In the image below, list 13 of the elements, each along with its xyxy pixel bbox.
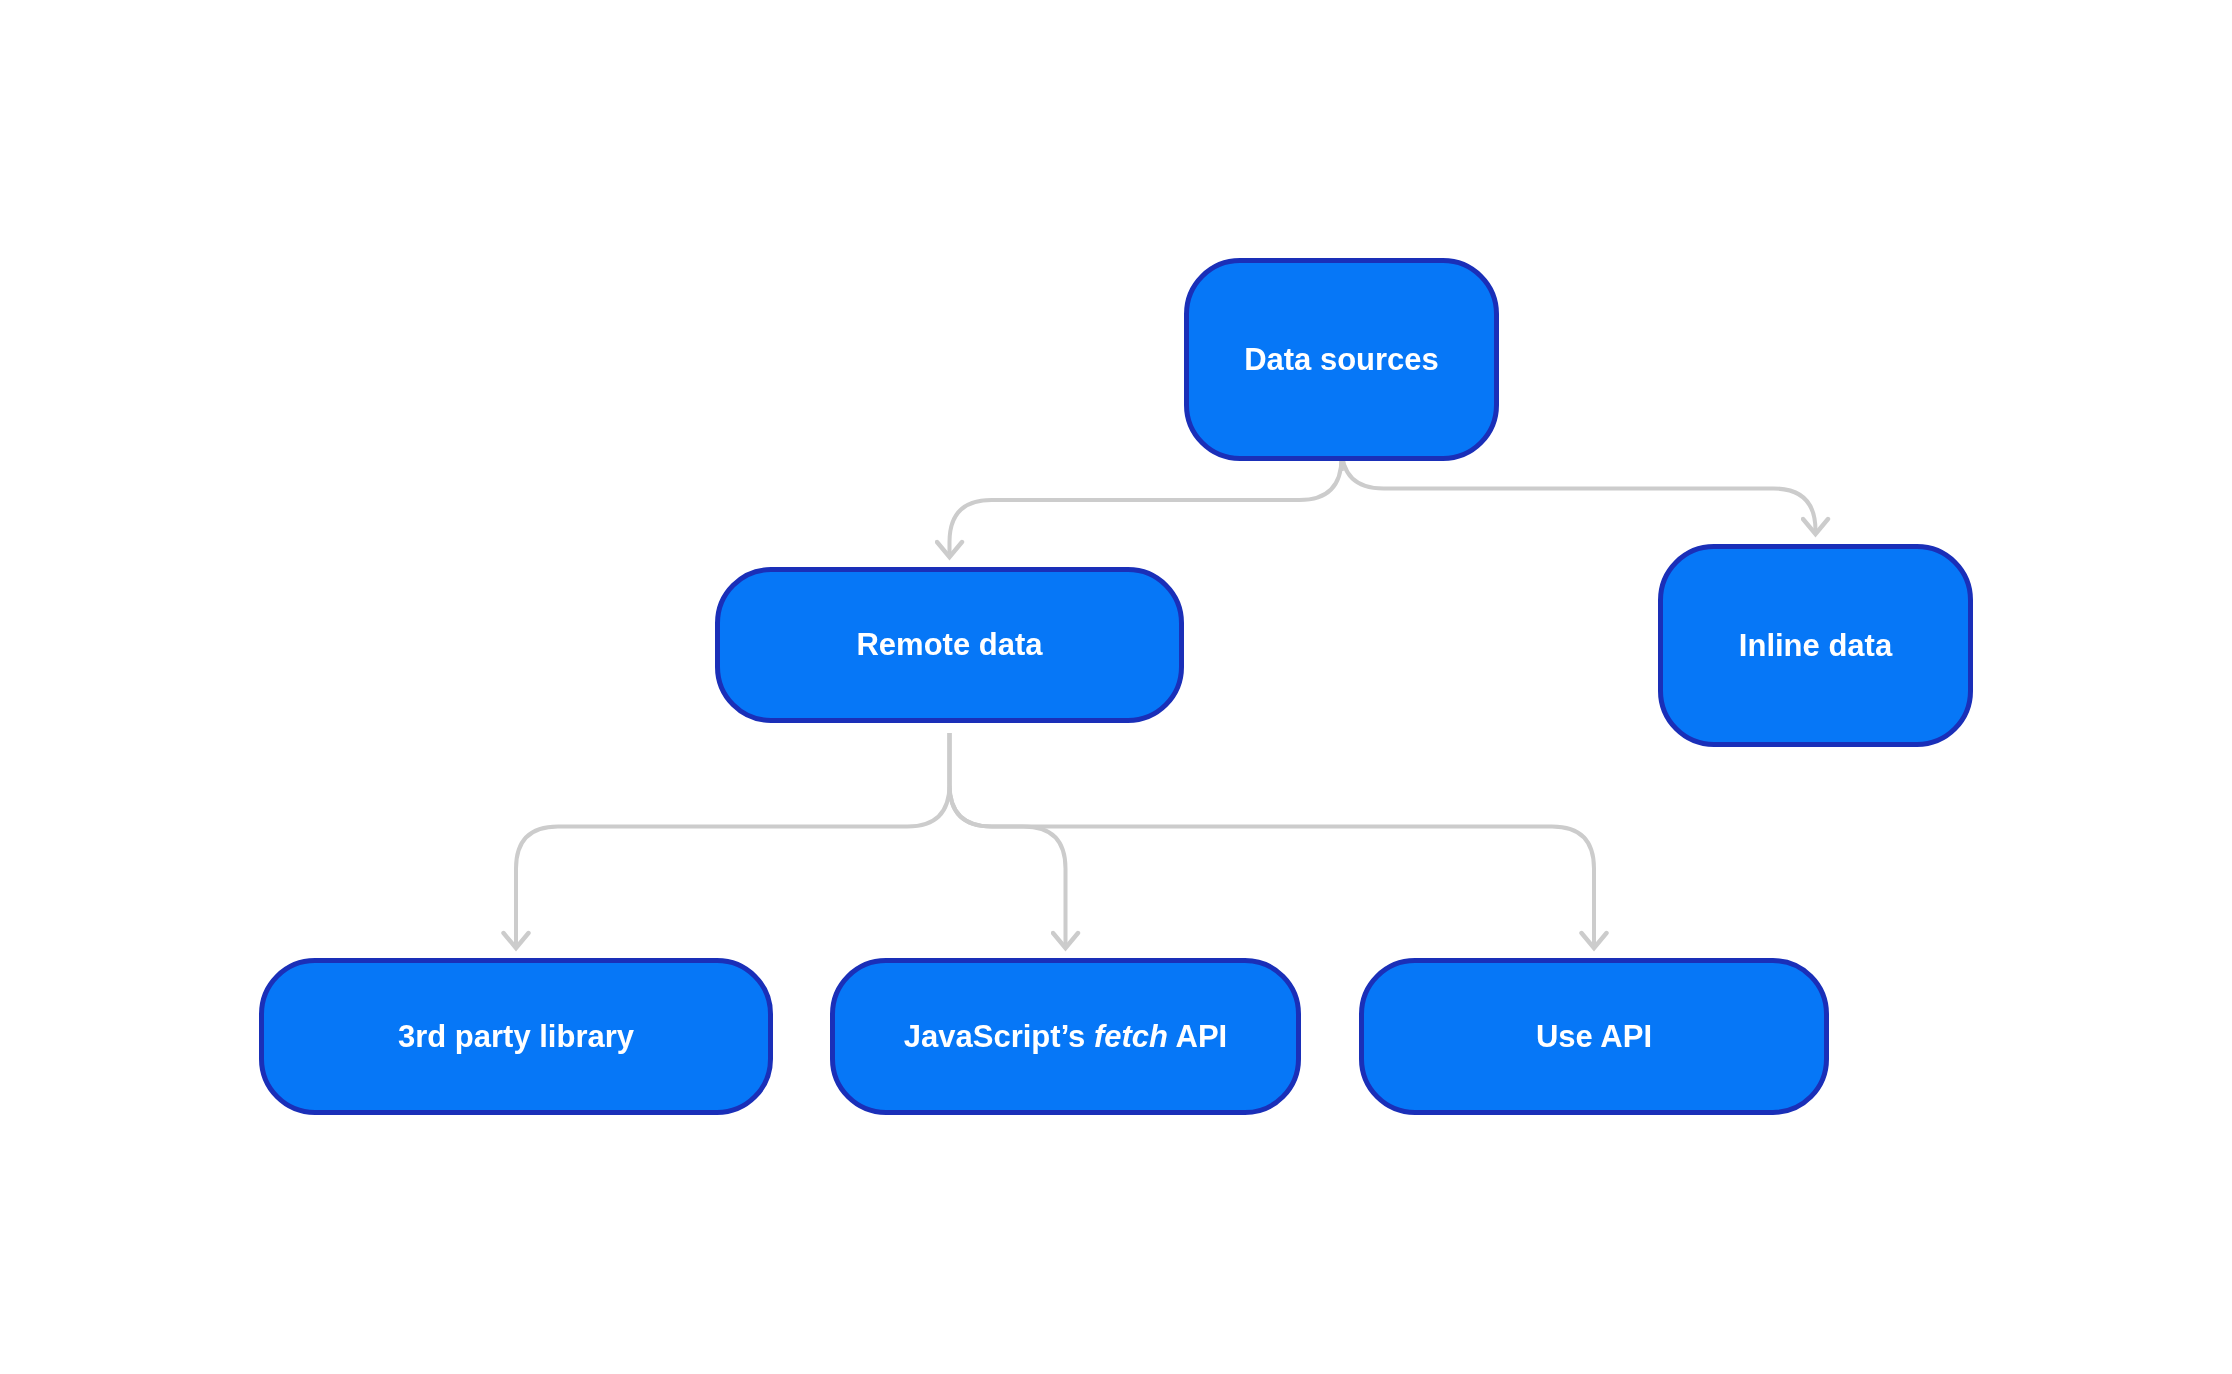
box-label: 3rd party library [397, 1017, 634, 1056]
process-box [1658, 544, 1973, 747]
process-box [259, 958, 773, 1115]
arrow [947, 733, 1609, 951]
box-label: Data sources [1244, 340, 1439, 379]
box-label: Use API [1536, 1017, 1652, 1056]
box-label: Remote data [856, 626, 1043, 664]
process-box [715, 567, 1184, 723]
box-label: JavaScript’s fetch API [903, 1017, 1228, 1056]
process-box [1184, 258, 1499, 461]
process-box [830, 958, 1301, 1115]
process-box [1359, 958, 1829, 1115]
box-label: Inline data [1738, 626, 1893, 665]
